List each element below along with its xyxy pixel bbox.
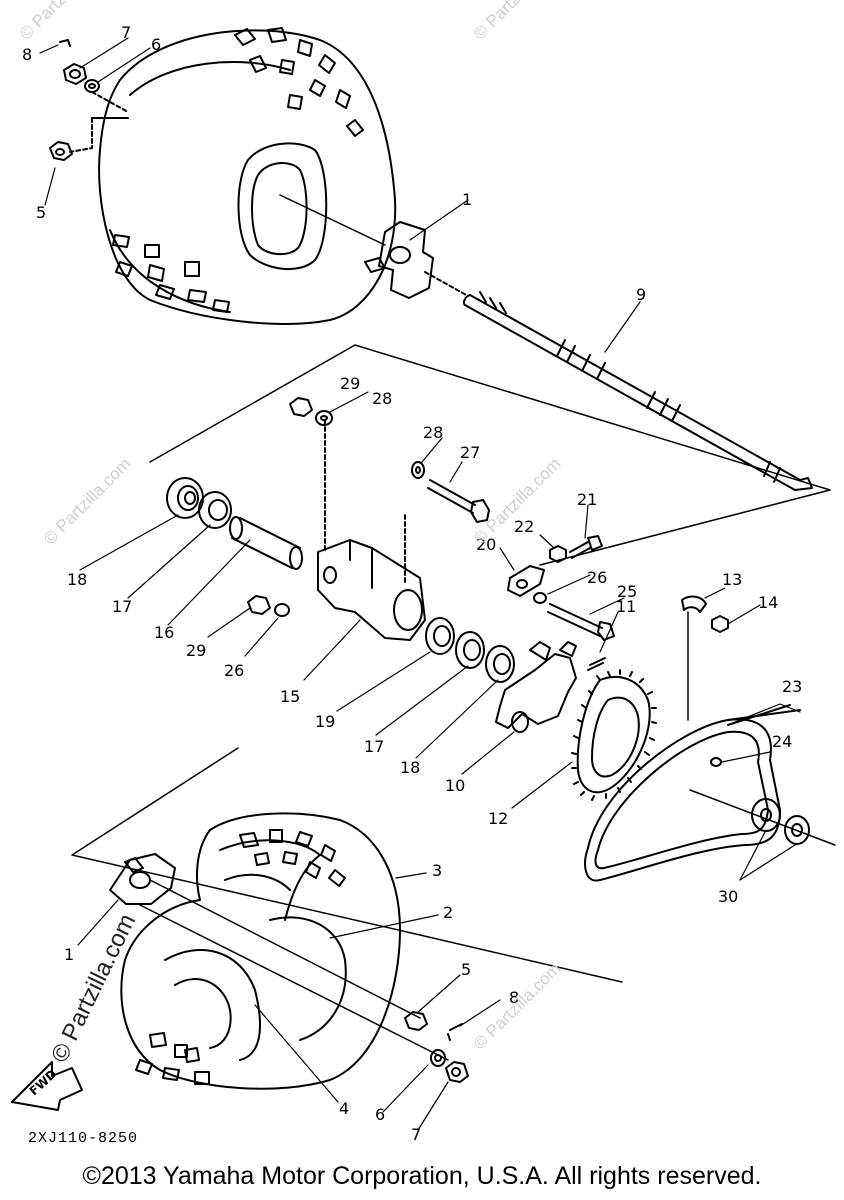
axle-nut-top [63, 63, 87, 85]
callout-6: 6 [375, 1105, 385, 1124]
callout-21: 21 [577, 490, 597, 509]
wheel-hub-top [364, 221, 434, 299]
callout-17: 17 [112, 597, 132, 616]
callout-23: 23 [782, 677, 802, 696]
assembly-frame-middle [149, 344, 831, 566]
top-tire [98, 27, 397, 325]
washer-top [84, 79, 100, 93]
bearing-housing [317, 419, 426, 641]
callout-11: 11 [616, 597, 636, 616]
bearing-right-17 [455, 631, 485, 669]
callout-6: 6 [151, 35, 161, 54]
cotter-pin-top [59, 39, 71, 47]
cotter-pin-bottom [447, 1023, 463, 1041]
bolt-21 [569, 535, 603, 559]
washer-26-right [533, 592, 547, 604]
callout-20: 20 [476, 535, 496, 554]
sprocket-hub [495, 641, 577, 733]
callout-10: 10 [445, 776, 465, 795]
callout-14: 14 [758, 593, 778, 612]
callout-7: 7 [411, 1125, 421, 1144]
callout-29: 29 [340, 374, 360, 393]
housing-nut-top [289, 397, 313, 417]
master-link [710, 757, 722, 767]
callout-26: 26 [587, 568, 607, 587]
nut-14 [711, 615, 729, 633]
chain-guide-roller-b [784, 815, 810, 845]
callout-28: 28 [423, 423, 443, 442]
seal-19 [425, 617, 455, 655]
bearing-left-outer [166, 477, 204, 519]
callout-30: 30 [718, 887, 738, 906]
washer-28-top [315, 410, 333, 426]
callout-9: 9 [636, 285, 646, 304]
nut-22 [549, 545, 567, 563]
callout-1: 1 [462, 190, 472, 209]
callout-16: 16 [154, 623, 174, 642]
hub-nut-bottom [404, 1011, 428, 1031]
callout-1: 1 [64, 945, 74, 964]
copyright-notice: ©2013 Yamaha Motor Corporation, U.S.A. A… [82, 1162, 762, 1190]
callout-27: 27 [460, 443, 480, 462]
chain-clip [681, 595, 707, 613]
spacer-tube [229, 516, 303, 570]
callout-13: 13 [722, 570, 742, 589]
callout-22: 22 [514, 517, 534, 536]
callout-2: 2 [443, 903, 453, 922]
assembly-frame-bottom [71, 747, 623, 983]
adjuster-block [507, 565, 545, 597]
stud-11 [587, 657, 606, 671]
callout-7: 7 [121, 23, 131, 42]
rear-axle [424, 271, 813, 491]
hub-nut-top [49, 141, 73, 161]
callout-25: 25 [617, 582, 637, 601]
callout-24: 24 [772, 732, 792, 751]
callout-labels: 8 7 6 5 1 9 29 28 28 27 21 22 18 17 16 2… [22, 23, 802, 1144]
callout-12: 12 [488, 809, 508, 828]
callout-18: 18 [400, 758, 420, 777]
leader-lines [39, 37, 801, 1131]
washer-bottom [430, 1049, 446, 1067]
chain-guide-roller-a [751, 798, 781, 832]
callout-8: 8 [509, 988, 519, 1007]
callout-26: 26 [224, 661, 244, 680]
washer-28-side [411, 461, 425, 479]
callout-3: 3 [432, 861, 442, 880]
bolt-25 [547, 603, 615, 641]
callout-5: 5 [461, 960, 471, 979]
bolt-27 [427, 479, 490, 523]
bearing-right-18 [485, 645, 515, 683]
callout-19: 19 [315, 712, 335, 731]
washer-26-left [274, 603, 290, 617]
bottom-tire [120, 812, 401, 1090]
axle-nut-bottom [445, 1061, 469, 1083]
callout-29: 29 [186, 641, 206, 660]
callout-8: 8 [22, 45, 32, 64]
diagram-code: 2XJ110-8250 [28, 1130, 139, 1147]
fwd-arrow [11, 1061, 83, 1111]
callout-5: 5 [36, 203, 46, 222]
callout-28: 28 [372, 389, 392, 408]
drive-chain [584, 704, 801, 882]
callout-17: 17 [364, 737, 384, 756]
bearing-left-inner [198, 491, 232, 529]
wheel-hub-bottom [109, 853, 176, 905]
callout-18: 18 [67, 570, 87, 589]
housing-nut-bottom [247, 595, 271, 615]
callout-4: 4 [339, 1099, 349, 1118]
callout-15: 15 [280, 687, 300, 706]
